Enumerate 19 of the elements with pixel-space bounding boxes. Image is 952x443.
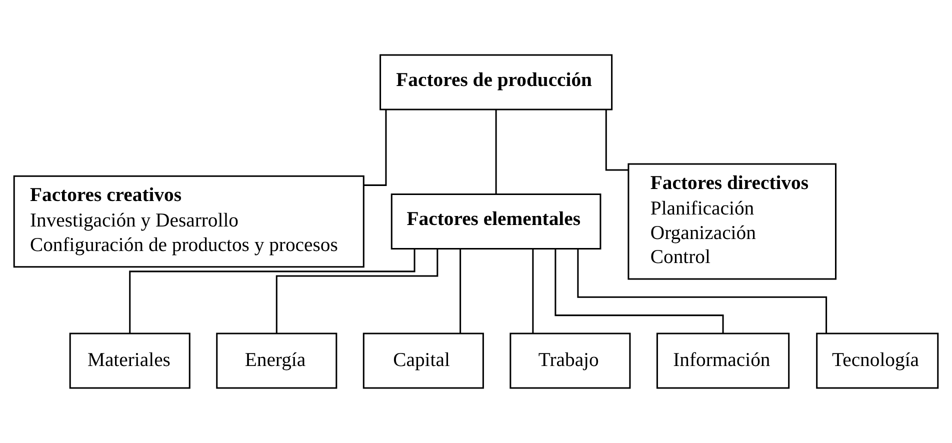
node-box: Energía — [216, 332, 338, 389]
node-box: Factores directivos Planificación Organización Control — [628, 163, 837, 280]
node-box: Tecnología — [816, 332, 939, 389]
connector — [554, 249, 724, 334]
connector — [495, 110, 497, 194]
node-box: Factores elementales — [390, 194, 602, 250]
connector — [605, 110, 628, 171]
connector — [364, 110, 387, 186]
connector — [276, 249, 438, 334]
node-box: Capital — [362, 332, 484, 389]
connector — [460, 249, 462, 334]
node-box: Factores creativos Investigación y Desarrollo Configuración de productos y procesos — [13, 175, 364, 268]
node-box: Factores de producción — [380, 54, 613, 110]
node-box: Materiales — [69, 332, 190, 389]
connector — [129, 248, 416, 334]
connector — [577, 248, 828, 334]
node-box: Trabajo — [510, 332, 631, 389]
node-box: Información — [656, 332, 790, 389]
connector — [532, 249, 534, 334]
